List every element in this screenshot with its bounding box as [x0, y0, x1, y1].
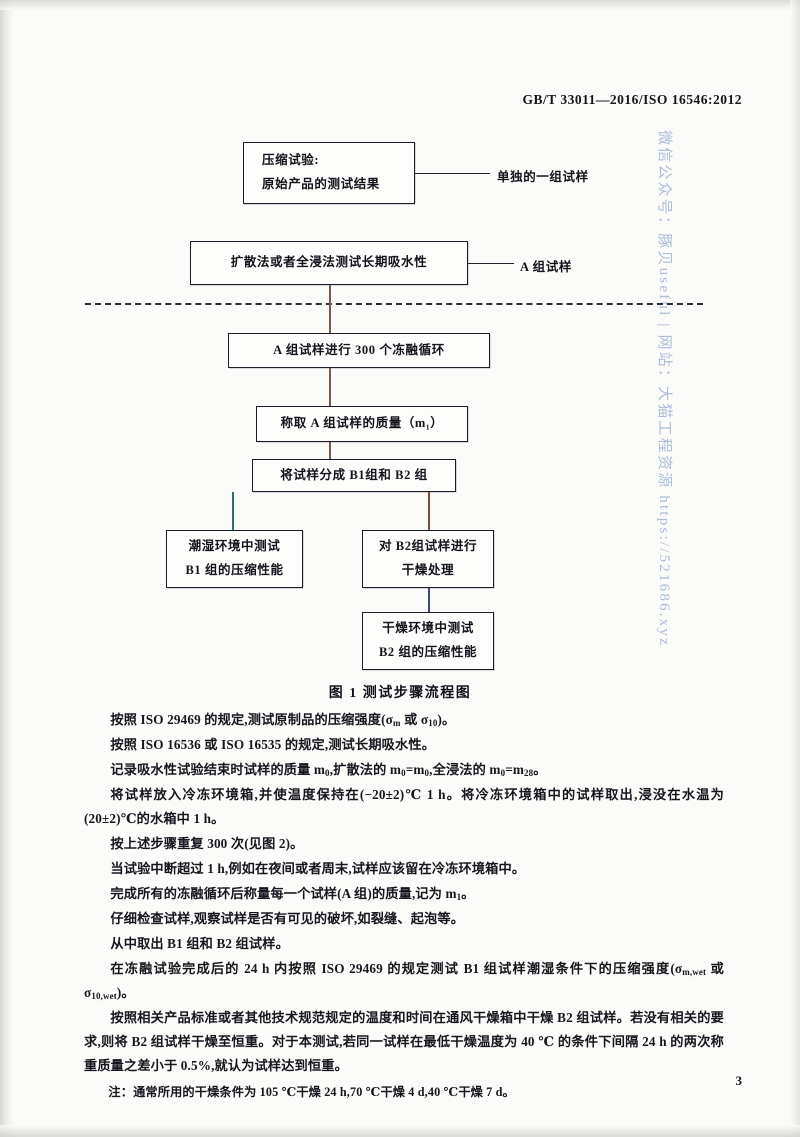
p3-text-f: 。	[533, 762, 547, 778]
figure-1-caption: 图 1 测试步骤流程图	[328, 686, 472, 701]
paragraph-weigh-after-cycles: 完成所有的冻融循环后称量每一个试样(A 组)的质量,记为 m1。	[84, 882, 724, 906]
paragraph-repeat-300: 按上述步骤重复 300 次(见图 2)。	[110, 836, 304, 852]
flow-box-compression-test-line1: 压缩试验:	[262, 153, 320, 168]
flow-box-wet-compression-b1-line2: B1 组的压缩性能	[185, 563, 284, 577]
p10-text-c: )。	[116, 985, 135, 1001]
p3-subscript-4: 0	[500, 768, 506, 779]
leader-line-group-a	[468, 263, 514, 265]
paragraph-record-mass: 记录吸水性试验结束时试样的质量 m0,扩散法的 m0=m0,全浸法的 m0=m2…	[84, 758, 724, 782]
p7-text-a: 完成所有的冻融循环后称量每一个试样(A 组)的质量,记为 m	[110, 886, 457, 902]
page-edge-shadow-left	[0, 0, 14, 1137]
paragraph-note-drying-conditions: 注：通常所用的干燥条件为 105 ℃干燥 24 h,70 ℃干燥 4 d,40 …	[108, 1085, 515, 1100]
flow-box-dry-compression-b2-line2: B2 组的压缩性能	[378, 645, 478, 659]
page-number: 3	[735, 1073, 743, 1088]
flow-box-split-groups-line1: 将试样分成 B1组和 B2 组	[280, 467, 428, 482]
p10-text-b: 或 σ	[84, 961, 724, 1001]
flow-box-dry-compression-b2-line1: 干燥环境中测试	[382, 621, 474, 636]
p3-subscript-1: 0	[325, 768, 330, 779]
document-header-standard-code: GB/T 33011—2016/ISO 16546:2012	[522, 92, 742, 107]
flow-box-dry-compression-b2: 干燥环境中测试 B2 组的压缩性能	[362, 612, 494, 670]
flow-dashed-divider	[85, 303, 703, 305]
leader-line-single-group	[415, 173, 490, 175]
flow-box-split-groups: 将试样分成 B1组和 B2 组	[252, 459, 456, 492]
flow-box-freeze-thaw-cycles-line1: A 组试样进行 300 个冻融循环	[273, 342, 445, 357]
connector-split-to-b2	[428, 492, 430, 530]
p1-text-b: 或 σ	[400, 712, 429, 727]
p10-subscript-mwet: m,wet	[682, 967, 707, 978]
flow-box-compression-test-line2: 原始产品的测试结果	[262, 177, 380, 191]
page-edge-shadow-right	[790, 0, 800, 1137]
flow-box-long-term-water-absorption-line1: 扩散法或者全浸法测试长期吸水性	[230, 255, 428, 270]
p1-subscript-m: m	[393, 718, 401, 729]
paragraph-take-out-b1-b2: 从中取出 B1 组和 B2 组试样。	[110, 936, 289, 952]
connector-drytreatment-to-drycompression	[428, 588, 430, 615]
p7-text-b: 。	[461, 886, 475, 902]
flow-box-long-term-water-absorption: 扩散法或者全浸法测试长期吸水性	[190, 241, 468, 285]
flow-box-weigh-group-a: 称取 A 组试样的质量（m₁）	[256, 406, 468, 442]
figure-1-flowchart: 压缩试验: 原始产品的测试结果 单独的一组试样 扩散法或者全浸法测试长期吸水性 …	[0, 125, 800, 695]
connector-dashline-to-freezethaw	[329, 303, 331, 333]
flow-box-dry-treatment-b2: 对 B2组试样进行 干燥处理	[362, 530, 494, 588]
paragraph-inspect-damage: 仔细检查试样,观察试样是否有可见的破坏,如裂缝、起泡等。	[110, 911, 465, 927]
p10-subscript-10wet: 10,wet	[91, 991, 117, 1002]
flow-box-weigh-group-a-line1: 称取 A 组试样的质量（m₁）	[280, 416, 444, 431]
flow-box-wet-compression-b1: 潮湿环境中测试 B1 组的压缩性能	[166, 530, 303, 588]
p3-text-c: =m	[405, 762, 425, 778]
p3-text-a: 记录吸水性试验结束时试样的质量 m	[110, 762, 326, 778]
p3-text-e: =m	[505, 762, 525, 778]
flow-box-dry-treatment-b2-line2: 干燥处理	[401, 563, 455, 577]
annotation-single-group: 单独的一组试样	[497, 170, 589, 184]
connector-split-to-b1	[232, 492, 234, 530]
p1-subscript-10: 10	[428, 718, 438, 729]
paragraph-wet-compression-strength: 在冻融试验完成后的 24 h 内按照 ISO 29469 的规定测试 B1 组试…	[84, 957, 724, 1005]
flow-box-wet-compression-b1-line1: 潮湿环境中测试	[188, 539, 281, 554]
flow-box-freeze-thaw-cycles: A 组试样进行 300 个冻融循环	[228, 333, 490, 368]
p3-subscript-5: 28	[524, 768, 534, 779]
paragraph-freezing-procedure: 将试样放入冷冻环境箱,并使温度保持在(−20±2)℃ 1 h。将冷冻环境箱中的试…	[84, 787, 724, 827]
annotation-group-a: A 组试样	[520, 260, 572, 274]
flow-box-compression-test: 压缩试验: 原始产品的测试结果	[243, 142, 415, 204]
p3-subscript-3: 0	[424, 768, 430, 779]
p3-text-b: ,扩散法的 m	[329, 762, 402, 778]
paragraph-long-term-absorption: 按照 ISO 16536 或 ISO 16535 的规定,测试长期吸水性。	[110, 737, 436, 753]
flow-box-dry-treatment-b2-line1: 对 B2组试样进行	[378, 539, 478, 554]
p1-text-c: )。	[437, 712, 456, 727]
p10-text-a: 在冻融试验完成后的 24 h 内按照 ISO 29469 的规定测试 B1 组试…	[110, 961, 683, 977]
p1-text-a: 按照 ISO 29469 的规定,测试原制品的压缩强度(σ	[110, 712, 393, 727]
paragraph-interruption: 当试验中断超过 1 h,例如在夜间或者周末,试样应该留在冷冻环境箱中。	[110, 861, 526, 877]
p3-subscript-2: 0	[401, 768, 406, 779]
page-edge-shadow-top	[0, 0, 800, 10]
connector-freezethaw-to-weigh	[329, 368, 331, 406]
p7-subscript-1: 1	[456, 892, 462, 903]
body-text-block: 按照 ISO 29469 的规定,测试原制品的压缩强度(σm 或 σ10)。 按…	[84, 708, 724, 1104]
p3-text-d: ,全浸法的 m	[429, 762, 501, 778]
page-edge-shadow-bottom	[0, 1125, 800, 1137]
paragraph-compression-strength: 按照 ISO 29469 的规定,测试原制品的压缩强度(σm 或 σ10)。	[84, 708, 724, 732]
paragraph-drying-constant-mass: 按照相关产品标准或者其他技术规范规定的温度和时间在通风干燥箱中干燥 B2 组试样…	[84, 1010, 724, 1074]
